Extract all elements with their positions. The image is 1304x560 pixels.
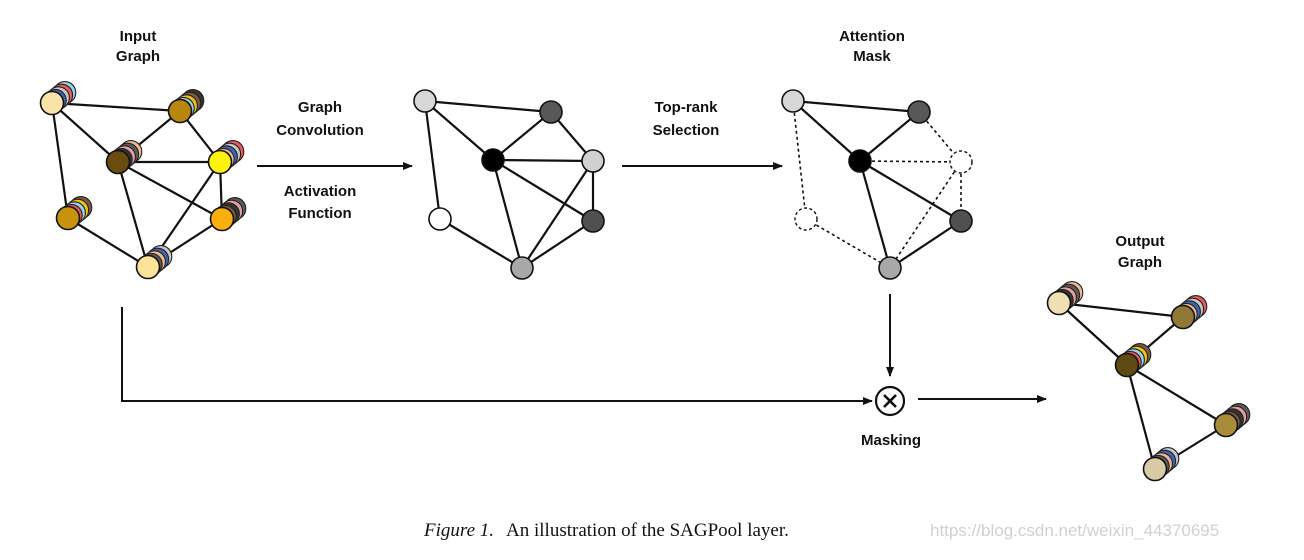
output-node (1046, 281, 1084, 316)
score-graph (413, 89, 605, 280)
mask-node (907, 100, 931, 124)
mask-node (878, 256, 902, 280)
score-node (428, 207, 452, 231)
output-node (1170, 295, 1208, 330)
score-node (481, 148, 505, 172)
figure-caption: Figure 1. An illustration of the SAGPool… (423, 520, 789, 541)
input-graph-edges (50, 101, 224, 268)
score-node (510, 256, 534, 280)
label-graph-convolution-line1: Graph (298, 99, 342, 116)
masking-operator (874, 385, 906, 417)
input-graph-nodes (39, 81, 247, 280)
output-graph-edges (1058, 301, 1227, 470)
input-node (135, 245, 173, 280)
input-node (55, 196, 93, 231)
input-node (39, 81, 77, 116)
score-graph-edges (423, 99, 595, 269)
input-graph (39, 81, 247, 280)
label-masking: Masking (861, 432, 921, 449)
score-node (539, 100, 563, 124)
output-node (1114, 343, 1152, 378)
label-attention-mask-line1: Attention (839, 28, 905, 45)
caption-text: An illustration of the SAGPool layer. (506, 520, 789, 541)
mask-node (781, 89, 805, 113)
label-top-rank-selection-line2: Selection (653, 122, 720, 139)
mask-node-dropped (794, 207, 818, 231)
label-top-rank-selection-line1: Top-rank (654, 99, 718, 116)
mask-graph-edges (792, 99, 962, 269)
caption-figure-label: Figure 1. (423, 520, 494, 541)
arrow-skip-connection (121, 307, 873, 405)
mask-node-dropped (949, 150, 973, 174)
label-graph-convolution-line2: Convolution (276, 122, 363, 139)
output-graph-nodes (1046, 281, 1251, 482)
score-node (581, 149, 605, 173)
input-node (167, 89, 205, 124)
output-graph (1046, 281, 1251, 482)
input-node (207, 140, 245, 175)
mask-node (848, 149, 872, 173)
label-activation-function-line2: Function (288, 205, 351, 222)
mask-node (949, 209, 973, 233)
input-node (105, 140, 143, 175)
flow-arrows (121, 162, 1047, 405)
watermark: https://blog.csdn.net/weixin_44370695 (930, 521, 1219, 540)
score-graph-nodes (413, 89, 605, 280)
mask-graph (781, 89, 973, 280)
label-activation-function-line1: Activation (284, 183, 357, 200)
mask-graph-nodes (781, 89, 973, 280)
label-input-graph-line1: Input (120, 28, 157, 45)
output-node (1142, 447, 1180, 482)
label-output-graph-line2: Graph (1118, 254, 1162, 271)
input-node (209, 197, 247, 232)
output-node (1213, 403, 1251, 438)
label-input-graph-line2: Graph (116, 48, 160, 65)
label-output-graph-line1: Output (1115, 233, 1164, 250)
label-attention-mask-line2: Mask (853, 48, 891, 65)
score-node (413, 89, 437, 113)
score-node (581, 209, 605, 233)
